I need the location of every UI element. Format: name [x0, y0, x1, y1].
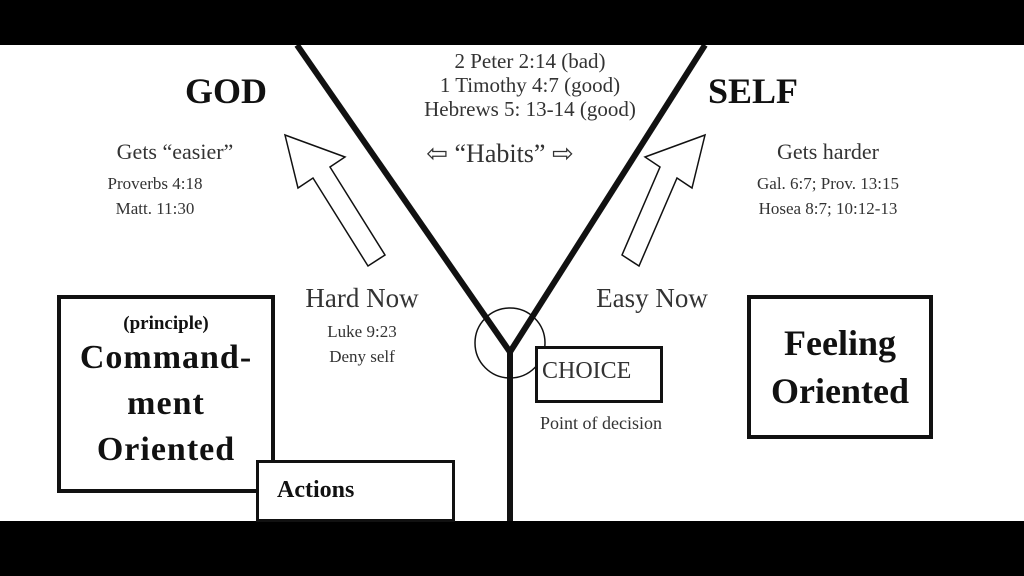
arrow-up-right-icon — [621, 133, 707, 268]
feeling-line: Oriented — [771, 371, 909, 411]
diagram-lines — [283, 45, 708, 521]
choice-box: CHOICE — [535, 346, 663, 403]
point-of-decision: Point of decision — [540, 413, 662, 433]
decision-circle — [474, 307, 546, 379]
arrow-up-left-icon — [283, 133, 387, 268]
commandment-line: Command- — [79, 339, 253, 376]
ref-matt: Matt. 11:30 — [115, 199, 195, 218]
ref-luke: Luke 9:23 — [327, 322, 397, 341]
ref-2-peter: 2 Peter 2:14 (bad) — [454, 49, 606, 73]
self-trend: Gets harder — [776, 139, 879, 164]
ref-proverbs: Proverbs 4:18 — [107, 174, 203, 193]
deny-self: Deny self — [329, 347, 395, 366]
self-title: SELF — [708, 71, 799, 111]
commandment-line: ment — [127, 385, 205, 422]
path-god-line — [294, 45, 513, 354]
easy-now: Easy Now — [596, 283, 708, 313]
choice-label: CHOICE — [542, 358, 632, 384]
ref-hosea: Hosea 8:7; 10:12-13 — [758, 199, 898, 218]
commandment-box: (principle) Command- ment Oriented — [57, 295, 275, 493]
feeling-box: Feeling Oriented — [747, 295, 933, 439]
path-self-line — [507, 45, 708, 354]
commandment-line: Oriented — [96, 431, 236, 468]
actions-box: Actions — [256, 460, 455, 522]
feeling-line: Feeling — [784, 323, 896, 363]
actions-label: Actions — [277, 477, 355, 503]
god-trend: Gets “easier” — [116, 139, 234, 164]
diagram: GOD SELF 2 Peter 2:14 (bad) 1 Timothy 4:… — [0, 45, 1024, 522]
ref-gal-prov: Gal. 6:7; Prov. 13:15 — [757, 174, 899, 193]
principle-label: (principle) — [123, 313, 209, 334]
ref-1-timothy: 1 Timothy 4:7 (good) — [439, 73, 621, 97]
hard-now: Hard Now — [305, 283, 419, 313]
habits-label: ⇦ “Habits” ⇨ — [426, 139, 574, 168]
ref-hebrews: Hebrews 5: 13-14 (good) — [424, 97, 636, 121]
commandment-text: Command- ment Oriented — [61, 335, 271, 473]
god-title: GOD — [185, 71, 268, 111]
